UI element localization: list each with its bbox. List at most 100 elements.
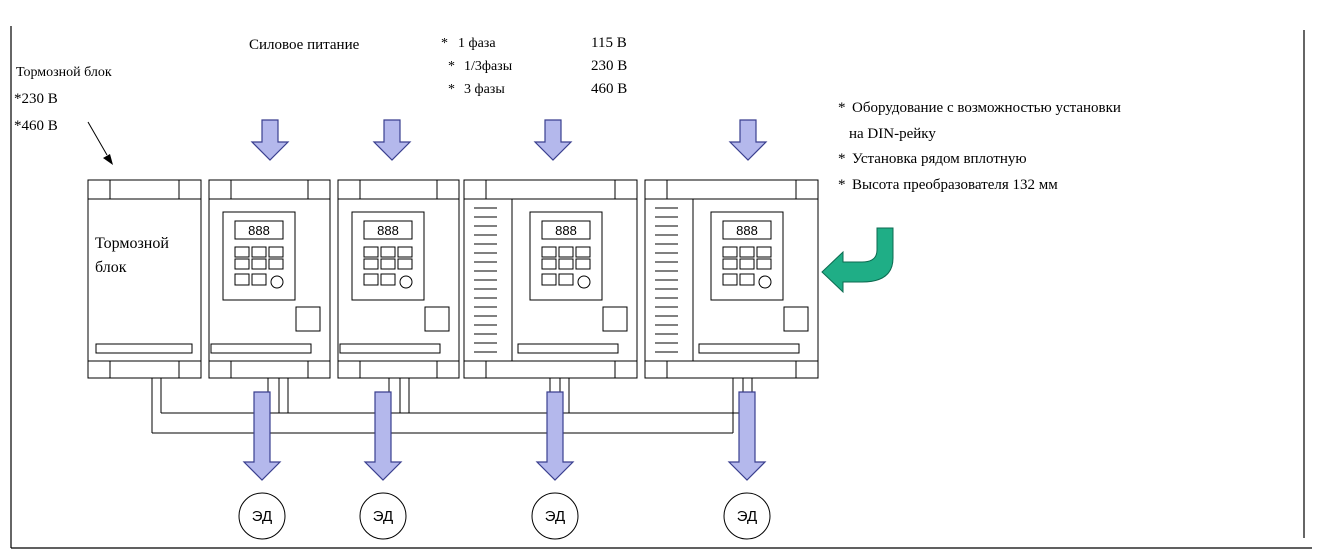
keypad-key-icon (558, 273, 574, 286)
motor-label: ЭД (373, 508, 393, 525)
keypad-key-icon (234, 273, 250, 286)
display-readout: 888 (248, 223, 270, 238)
connector-port (602, 306, 628, 332)
power-bullet: * (448, 82, 455, 97)
power-voltage: 115 В (591, 35, 627, 51)
keypad-key-icon (739, 258, 755, 270)
keypad-key-icon (739, 273, 755, 286)
keypad-key-icon (363, 258, 379, 270)
power-row-1: * 1 фаза 115 В (441, 35, 627, 51)
green-curved-arrow-icon (821, 227, 894, 294)
label-slot (95, 343, 193, 354)
brake-unit-label: Тормозной (95, 235, 169, 252)
power-bullet: * (448, 59, 455, 74)
motor-circle-icon (359, 492, 407, 540)
feature-text: Установка рядом вплотную (852, 151, 1027, 167)
keypad-key-icon (722, 246, 738, 258)
display-window (234, 220, 284, 240)
keypad-key-icon (251, 246, 267, 258)
keypad-key-icon (722, 273, 738, 286)
label-slot (339, 343, 441, 354)
inverter-small: 888 (337, 179, 460, 379)
keypad-key-icon (251, 258, 267, 270)
label-slot (517, 343, 619, 354)
display-readout: 888 (736, 223, 758, 238)
power-input-arrow-icon (533, 119, 573, 161)
keypad-knob-icon (399, 275, 413, 289)
feature-text: на DIN-рейку (849, 126, 936, 142)
keypad-key-icon (380, 258, 396, 270)
brake-label-title: Тормозной блок (16, 65, 112, 80)
keypad-key-icon (575, 246, 591, 258)
power-voltage: 460 В (591, 81, 627, 97)
keypad-key-icon (756, 258, 772, 270)
motor-label: ЭД (545, 508, 565, 525)
keypad-key-icon (380, 246, 396, 258)
connector-port (783, 306, 809, 332)
keypad-key-icon (756, 246, 772, 258)
display-window (722, 220, 772, 240)
motor-feed-arrow-icon (727, 391, 767, 481)
brake-pointer-line (87, 121, 108, 156)
inverter-small: 888 (208, 179, 331, 379)
feature-text: Высота преобразователя 132 мм (852, 177, 1058, 193)
power-voltage: 230 В (591, 58, 627, 74)
display-readout: 888 (555, 223, 577, 238)
display-readout: 888 (377, 223, 399, 238)
keypad-key-icon (251, 273, 267, 286)
keypad-key-icon (397, 246, 413, 258)
power-phase: 1/3фазы (464, 59, 513, 74)
connector-port (424, 306, 450, 332)
connector-port (295, 306, 321, 332)
motor-circle-icon (531, 492, 579, 540)
motor-circle-icon (238, 492, 286, 540)
power-title: Силовое питание (249, 37, 360, 53)
keypad-key-icon (541, 273, 557, 286)
power-input-arrow-icon (728, 119, 768, 161)
feature-bullet: * (838, 151, 846, 167)
feature-text: Оборудование с возможностью установки (852, 100, 1121, 116)
keypad-key-icon (722, 258, 738, 270)
motor-feed-arrow-icon (242, 391, 282, 481)
power-input-arrows (250, 119, 768, 161)
keypad-knob-icon (270, 275, 284, 289)
keypad-key-icon (575, 258, 591, 270)
keypad-key-icon (558, 246, 574, 258)
motor-label: ЭД (737, 508, 757, 525)
keypad-key-icon (541, 246, 557, 258)
feature-bullet: * (838, 177, 846, 193)
power-input-arrow-icon (372, 119, 412, 161)
power-input-arrow-icon (250, 119, 290, 161)
motor-circle-icon (723, 492, 771, 540)
feature-bullet: * (838, 100, 846, 116)
brake-label-v1: *230 В (14, 91, 58, 107)
keypad-key-icon (234, 258, 250, 270)
keypad-key-icon (363, 246, 379, 258)
keypad-knob-icon (758, 275, 772, 289)
inverter-large: 888 (463, 179, 638, 379)
brake-pointer-arrowhead (103, 154, 113, 165)
keypad-key-icon (268, 246, 284, 258)
keypad-key-icon (558, 258, 574, 270)
power-phase: 3 фазы (464, 82, 505, 97)
motor-feed-arrow-icon (535, 391, 575, 481)
power-bullet: * (441, 36, 448, 51)
brake-label-v2: *460 В (14, 118, 58, 134)
keypad-key-icon (541, 258, 557, 270)
keypad-key-icon (397, 258, 413, 270)
keypad-key-icon (363, 273, 379, 286)
keypad-key-icon (268, 258, 284, 270)
keypad-knob-icon (577, 275, 591, 289)
keypad-key-icon (739, 246, 755, 258)
power-row-2: * 1/3фазы 230 В (448, 58, 627, 74)
label-slot (210, 343, 312, 354)
keypad-key-icon (234, 246, 250, 258)
power-row-3: * 3 фазы 460 В (448, 81, 627, 97)
power-phase: 1 фаза (458, 36, 496, 51)
display-window (363, 220, 413, 240)
dc-bus-lines (151, 378, 753, 434)
